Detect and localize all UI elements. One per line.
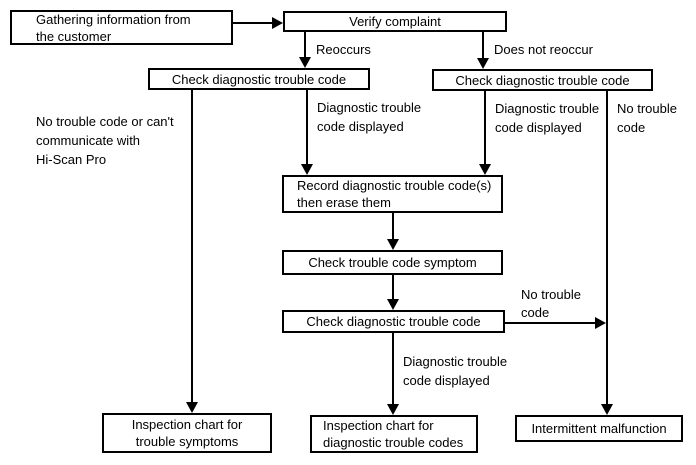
edge-label-dtc-displayed-left: Diagnostic trouble code displayed: [317, 100, 422, 134]
arrow-gathering-to-verify-line: [233, 22, 273, 24]
arrow-symptom-to-check-bottom-head: [387, 299, 399, 310]
edge-label-dtc-displayed-bottom: Diagnostic trouble code displayed: [403, 354, 508, 388]
arrow-check-right-to-intermittent-head: [601, 404, 613, 415]
arrow-verify-to-check-left-line: [304, 32, 306, 58]
node-inspection-chart-trouble-symptoms: Inspection chart for trouble symptoms: [102, 413, 272, 453]
arrow-check-bottom-to-inspection-dtc-line: [392, 333, 394, 405]
node-check-dtc-left: Check diagnostic trouble code: [148, 68, 370, 90]
arrow-check-bottom-to-intermittent-line: [505, 322, 596, 324]
edge-label-dtc-displayed-right: Diagnostic trouble code displayed: [495, 101, 600, 135]
arrow-check-left-to-record-line: [306, 90, 308, 165]
arrow-check-left-to-inspection-symptoms-line: [191, 90, 193, 403]
node-gathering-information: Gathering information from the customer: [10, 10, 233, 45]
arrow-record-to-symptom-head: [387, 239, 399, 250]
node-check-dtc-right: Check diagnostic trouble code: [432, 69, 653, 91]
node-check-dtc-bottom: Check diagnostic trouble code: [282, 310, 505, 333]
arrow-check-left-to-record-head: [301, 164, 313, 175]
arrow-check-bottom-to-inspection-dtc-head: [387, 404, 399, 415]
arrow-verify-to-check-right-head: [477, 58, 489, 69]
node-intermittent-malfunction: Intermittent malfunction: [515, 415, 683, 442]
node-verify-complaint: Verify complaint: [283, 11, 507, 32]
arrow-check-right-to-record-head: [479, 164, 491, 175]
node-inspection-chart-dtc: Inspection chart for diagnostic trouble …: [310, 415, 478, 453]
edge-label-does-not-reoccur: Does not reoccur: [494, 42, 593, 57]
edge-label-no-trouble-code-mid: No trouble code: [521, 287, 581, 320]
arrow-record-to-symptom-line: [392, 213, 394, 240]
node-record-and-erase-dtc: Record diagnostic trouble code(s) then e…: [282, 175, 503, 213]
arrow-verify-to-check-left-head: [299, 57, 311, 68]
arrow-symptom-to-check-bottom-line: [392, 275, 394, 300]
arrow-check-right-to-record-line: [484, 91, 486, 165]
edge-label-no-trouble-code-right: No trouble code: [617, 101, 677, 135]
arrow-gathering-to-verify-head: [272, 17, 283, 29]
arrow-verify-to-check-right-line: [482, 32, 484, 58]
edge-label-no-trouble-code-hiscan: No trouble code or can't communicate wit…: [36, 114, 174, 167]
arrow-check-bottom-to-intermittent-head: [595, 317, 606, 329]
edge-label-reoccurs: Reoccurs: [316, 42, 371, 57]
arrow-check-left-to-inspection-symptoms-head: [186, 402, 198, 413]
arrow-check-right-to-intermittent-line: [606, 91, 608, 405]
node-check-trouble-code-symptom: Check trouble code symptom: [282, 250, 503, 275]
